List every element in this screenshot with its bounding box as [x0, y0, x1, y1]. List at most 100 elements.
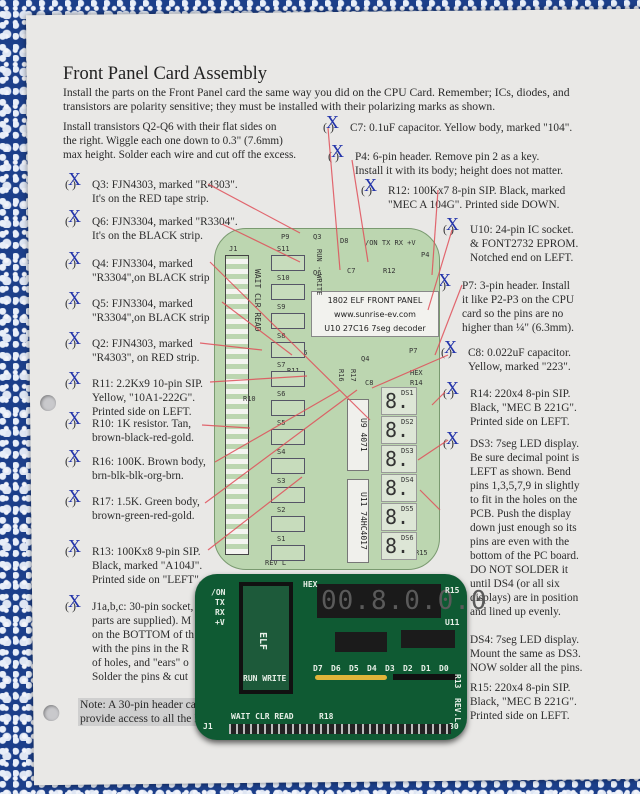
checkbox[interactable]: ( )	[361, 183, 372, 197]
switch-label: S11	[277, 245, 290, 253]
item-line: R11: 2.2Kx9 10-pin SIP.	[92, 378, 203, 390]
item-line: Install it with its body; height does no…	[355, 165, 564, 177]
note-line: Install transistors Q2-Q6 with their fla…	[63, 121, 277, 133]
item-line: R13: 100Kx8 9-pin SIP.	[92, 546, 201, 558]
item-line: NOW solder all the pins.	[470, 662, 583, 674]
checkbox[interactable]: ( )	[65, 599, 76, 613]
checkbox[interactable]: ( )	[65, 214, 76, 228]
check-mark-icon: X	[438, 270, 451, 290]
switch-label: S9	[277, 303, 286, 311]
checkbox[interactable]: ( )	[443, 386, 454, 400]
checkbox[interactable]: ( )	[323, 120, 334, 134]
pcb-r15: R15	[445, 586, 460, 595]
seven-seg-display: 8.	[381, 445, 417, 473]
arrow-line	[221, 223, 301, 263]
checkbox[interactable]: ( )	[65, 177, 76, 191]
silk-r10: R10	[243, 395, 256, 403]
item-line: bottom of the PC board.	[470, 550, 579, 562]
pcb-pin-label: +V	[215, 618, 225, 627]
j1-header	[225, 255, 249, 555]
item-line: Mount the same as DS3.	[470, 648, 581, 660]
display-label: DS2	[401, 418, 414, 426]
checkbox[interactable]: ( )	[443, 436, 454, 450]
item-line: DO NOT SOLDER it	[470, 564, 569, 576]
arrow-line	[427, 229, 453, 311]
arrow-line	[221, 301, 293, 356]
item-line: down just enough so its	[470, 522, 577, 534]
pcb-j1: J1	[203, 722, 213, 731]
checkbox[interactable]: ( )	[328, 149, 339, 163]
display-label: DS1	[401, 389, 414, 397]
switch-footprint	[271, 313, 305, 329]
silk-c8: C8	[365, 379, 374, 387]
note-line: Note: A 30-pin header ca	[80, 698, 196, 711]
check-mark-icon: X	[68, 248, 81, 268]
arrow-line	[214, 389, 341, 463]
check-mark-icon: X	[68, 328, 81, 348]
item-line: R14: 220x4 8-pin SIP.	[470, 388, 571, 400]
check-mark-icon: X	[68, 486, 81, 506]
item-line: LEFT as shown. Bend	[470, 466, 571, 478]
checkbox[interactable]: ( )	[65, 494, 76, 508]
pcb-pin-label: TX	[215, 598, 225, 607]
diode-label: D6	[331, 664, 341, 673]
seven-seg-display: 8.	[381, 503, 417, 531]
checkbox[interactable]: ( )	[65, 544, 76, 558]
check-mark-icon: X	[444, 337, 457, 357]
checkbox[interactable]: ( )	[65, 376, 76, 390]
item-line: P7: 3-pin header. Install	[462, 280, 570, 292]
pcb-run-write: RUN WRITE	[243, 674, 287, 683]
arrow-line	[209, 375, 308, 383]
silk-p7: P7	[409, 347, 418, 355]
pcb-pin-label: RX	[215, 608, 225, 617]
item-line: C8: 0.022uF capacitor.	[468, 347, 571, 359]
arrow-line	[419, 489, 441, 511]
checkbox[interactable]: ( )	[65, 454, 76, 468]
display-label: DS5	[401, 505, 414, 513]
arrow-line	[351, 159, 369, 263]
checkbox[interactable]: ( )	[65, 416, 76, 430]
silk-q4: Q4	[361, 355, 370, 363]
arrow-line	[199, 342, 263, 351]
item-line: it like P2-P3 on the CPU	[462, 294, 575, 306]
display-label: DS4	[401, 476, 414, 484]
item-line: "R4303", on RED strip.	[92, 352, 200, 364]
silk-rev: REV L	[265, 559, 287, 567]
note-line: max height. Solder each wire and cut off…	[63, 149, 297, 161]
intro-line: transistors are polarity sensitive; they…	[63, 100, 496, 113]
board-label-line: U10 27C16 7seg decoder	[324, 324, 426, 333]
check-mark-icon: X	[331, 141, 344, 161]
transistor-note: Install transistors Q2-Q6 with their fla…	[63, 120, 296, 162]
silk-r14: R14	[410, 379, 423, 387]
pcb-wait-clr-read: WAIT CLR READ	[231, 712, 294, 721]
item-line: It's on the RED tape strip.	[92, 193, 209, 205]
assembly-note: Note: A 30-pin header ca provide access …	[78, 698, 212, 726]
silk-q3: Q3	[313, 233, 322, 241]
checkbox[interactable]: ( )	[65, 336, 76, 350]
checkbox[interactable]: ( )	[443, 222, 454, 236]
diode-label: D1	[421, 664, 431, 673]
checkbox[interactable]: ( )	[441, 345, 452, 359]
switch-label: S2	[277, 506, 286, 514]
diode-label: D2	[403, 664, 413, 673]
item-line: Q5: FJN3304, marked	[92, 298, 193, 310]
checkbox[interactable]: ( )	[65, 296, 76, 310]
checkbox[interactable]: ( )	[65, 256, 76, 270]
silk-wait-clr-read: WAIT CLR READ	[253, 269, 262, 332]
checkbox[interactable]: ( )	[435, 278, 446, 292]
assembled-pcb: ELF 00.8.0.0.0 R15 U11 HEX /ON TX RX +V …	[195, 574, 487, 740]
item-line: DS3: 7seg LED display.	[470, 438, 580, 450]
resistor-sip-r13	[393, 674, 457, 680]
item-line: PCB. Push the display	[470, 508, 572, 520]
check-mark-icon: X	[68, 288, 81, 308]
item-line: Black, marked "A104J".	[92, 560, 203, 572]
switch-label: S7	[277, 361, 286, 369]
